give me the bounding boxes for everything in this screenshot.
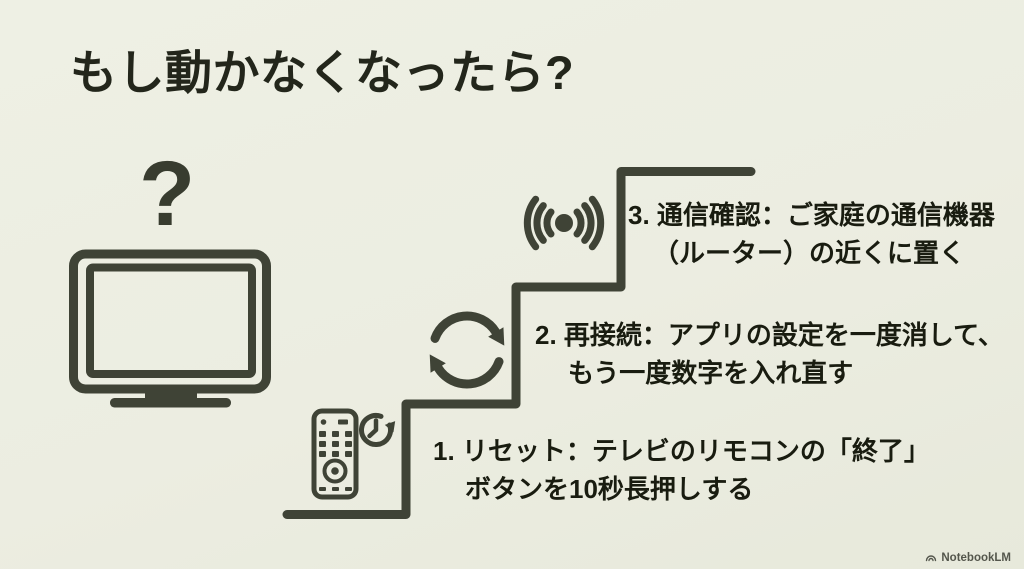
tv-icon [69,249,271,408]
step-1-line2: ボタンを10秒長押しする [465,474,754,504]
step-3-line1: 3. 通信確認：ご家庭の通信機器 [628,200,995,230]
watermark-label: NotebookLM [941,552,1011,564]
remote-control-icon [311,408,359,500]
step-3-check-connection: 3. 通信確認：ご家庭の通信機器 （ルーター）の近くに置く [628,196,995,272]
step-2-line2: もう一度数字を入れ直す [568,358,854,388]
question-mark: ? [139,143,196,245]
step-2-line1: 2. 再接続：アプリの設定を一度消して、 [535,320,1004,350]
step-3-line2: （ルーター）の近くに置く [653,238,966,268]
notebooklm-logo-icon [926,555,937,562]
refresh-icon [429,311,505,389]
watermark: NotebookLM [925,552,1011,564]
wireless-signal-icon [523,195,605,251]
step-1-line1: 1. リセット：テレビのリモコンの「終了」 [433,436,930,466]
staircase-line [282,167,756,519]
step-2-reconnect: 2. 再接続：アプリの設定を一度消して、 もう一度数字を入れ直す [535,316,1004,392]
timer-clock-icon [359,413,396,447]
step-1-reset: 1. リセット：テレビのリモコンの「終了」 ボタンを10秒長押しする [433,432,930,508]
page-title: もし動かなくなったら? [70,46,575,99]
